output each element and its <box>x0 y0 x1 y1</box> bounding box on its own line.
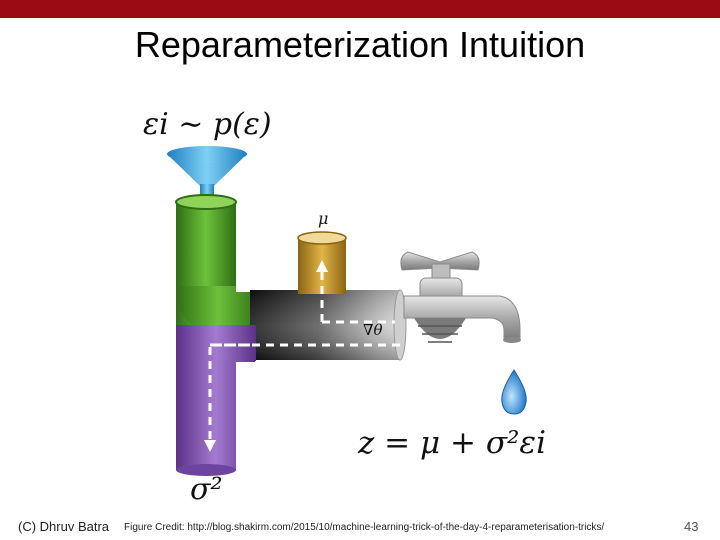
purple-pipe <box>176 325 256 476</box>
down-arrow-icon <box>204 440 216 452</box>
top-accent-bar <box>0 0 720 18</box>
gradient-label: ∇θ <box>363 321 383 339</box>
slide-title: Reparameterization Intuition <box>134 24 586 65</box>
footer-author: (C) Dhruv Batra <box>18 519 110 534</box>
up-arrow-icon <box>316 260 328 272</box>
gradient-pipe <box>250 289 407 361</box>
slide-number: 43 <box>684 519 699 534</box>
mu-label: μ <box>318 209 329 228</box>
water-drop-icon <box>501 369 527 415</box>
sigma-label: σ² <box>190 472 223 507</box>
flow-path <box>208 270 400 440</box>
faucet-icon <box>400 251 521 343</box>
epsilon-distribution-label: εi ∼ p(ε) <box>143 107 272 142</box>
z-equation: z = μ + σ²εi <box>358 425 546 461</box>
figure-credit: Figure Credit: http://blog.shakirm.com/2… <box>124 522 605 533</box>
green-pipe <box>175 194 260 330</box>
